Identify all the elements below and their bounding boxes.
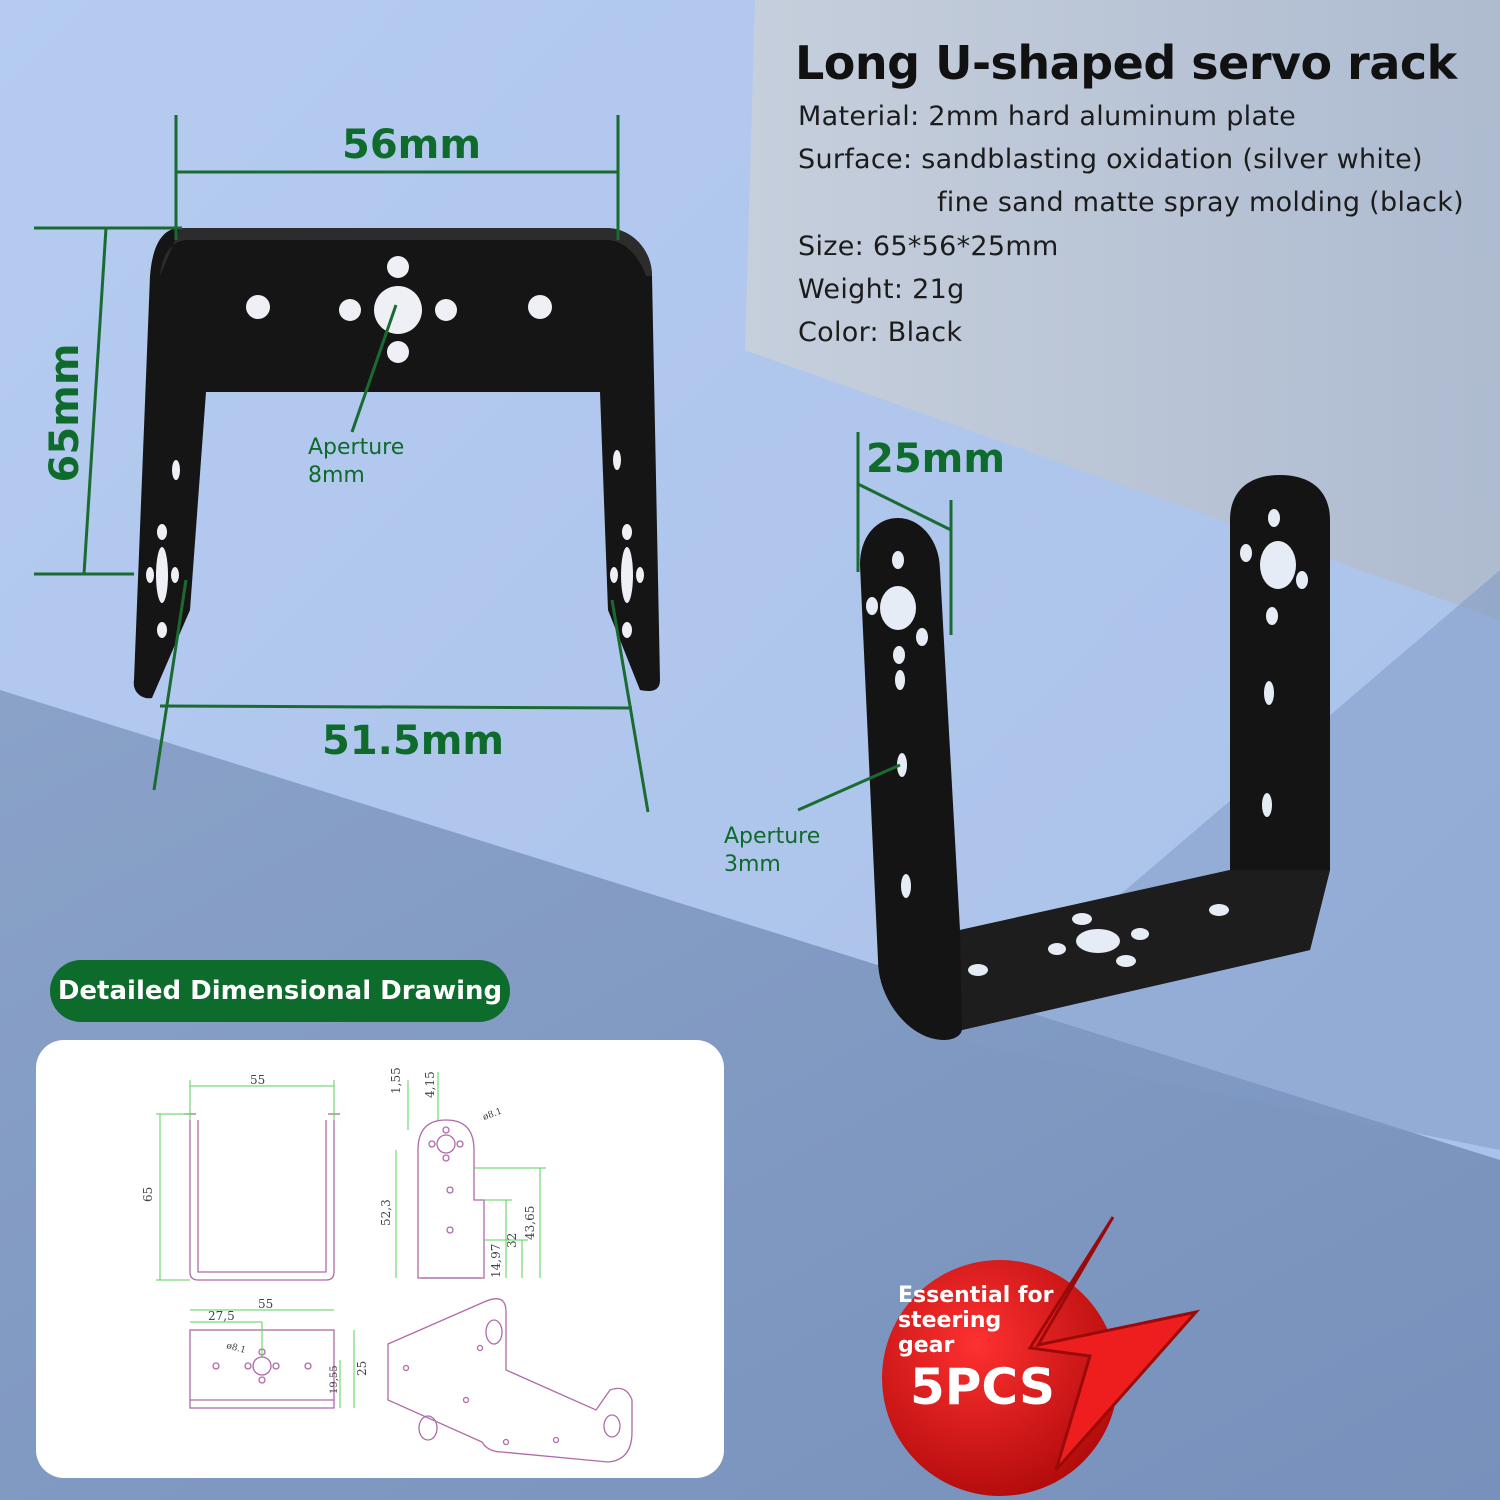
- drawing-side-top-a: 1,55: [389, 1067, 403, 1094]
- drawing-front-view: 55 65: [141, 1073, 340, 1281]
- drawing-bottom-hole: ø8.1: [225, 1341, 247, 1356]
- drawing-front-width: 55: [250, 1073, 265, 1087]
- technical-drawing: 55 65: [141, 1067, 633, 1463]
- drawing-bottom-depth: 25: [355, 1361, 369, 1376]
- bracket-side-view: [860, 475, 1330, 1040]
- drawing-side-h1: 52,3: [379, 1199, 393, 1226]
- drawing-side-top-b: 4,15: [423, 1071, 437, 1098]
- aperture-large-size: 8mm: [308, 463, 365, 488]
- product-title: Long U-shaped servo rack: [795, 36, 1457, 90]
- drawing-side-h3: 32: [505, 1233, 519, 1248]
- badge-line3: gear: [898, 1333, 955, 1358]
- dimension-depth: 25mm: [866, 436, 1006, 482]
- drawing-isometric-view: [387, 1298, 633, 1463]
- drawing-side-h2: 14,97: [489, 1244, 503, 1278]
- drawing-side-hole: ø8.1: [482, 1107, 504, 1123]
- drawing-side-h4: 43,65: [523, 1206, 537, 1240]
- drawing-heading: Detailed Dimensional Drawing: [50, 960, 510, 1022]
- aperture-small-size: 3mm: [724, 852, 781, 877]
- aperture-small-label: Aperture: [724, 824, 821, 849]
- quantity-badge: [882, 1216, 1201, 1496]
- dimension-height: 65mm: [42, 343, 88, 483]
- drawing-bottom-inner: 19,55: [329, 1365, 340, 1394]
- bracket-front-view: [133, 228, 661, 699]
- badge-line2: steering: [898, 1308, 1002, 1333]
- drawing-front-height: 65: [141, 1187, 155, 1202]
- dimension-bottom-width: 51.5mm: [322, 718, 505, 764]
- drawing-bottom-width: 55: [258, 1297, 273, 1311]
- drawing-side-view: 1,55 4,15 ø8.1 52,3 14,97 32 43,65: [379, 1067, 546, 1279]
- badge-line1: Essential for: [898, 1283, 1054, 1308]
- dimension-top-width: 56mm: [342, 122, 482, 168]
- spec-surface-alt: fine sand matte spray molding (black): [937, 187, 1465, 218]
- aperture-small-note: Aperture 3mm: [724, 823, 820, 879]
- badge-caption: Essential for steering gear: [898, 1283, 1053, 1358]
- aperture-large-note: Aperture 8mm: [308, 434, 404, 490]
- spec-weight: Weight: 21g: [798, 274, 965, 305]
- badge-quantity: 5PCS: [910, 1358, 1056, 1416]
- drawing-bottom-half: 27,5: [208, 1309, 235, 1323]
- spec-material: Material: 2mm hard aluminum plate: [798, 101, 1297, 132]
- dimensional-drawing-card: 55 65: [36, 1040, 724, 1478]
- spec-surface: Surface: sandblasting oxidation (silver …: [798, 144, 1423, 175]
- dimension-lines: [34, 115, 953, 813]
- title-panel: [745, 0, 1500, 620]
- aperture-large-label: Aperture: [308, 435, 405, 460]
- drawing-bottom-view: 55 27,5 25 19,55 ø8.1: [189, 1297, 369, 1409]
- spec-color: Color: Black: [798, 317, 963, 348]
- spec-size: Size: 65*56*25mm: [798, 231, 1059, 262]
